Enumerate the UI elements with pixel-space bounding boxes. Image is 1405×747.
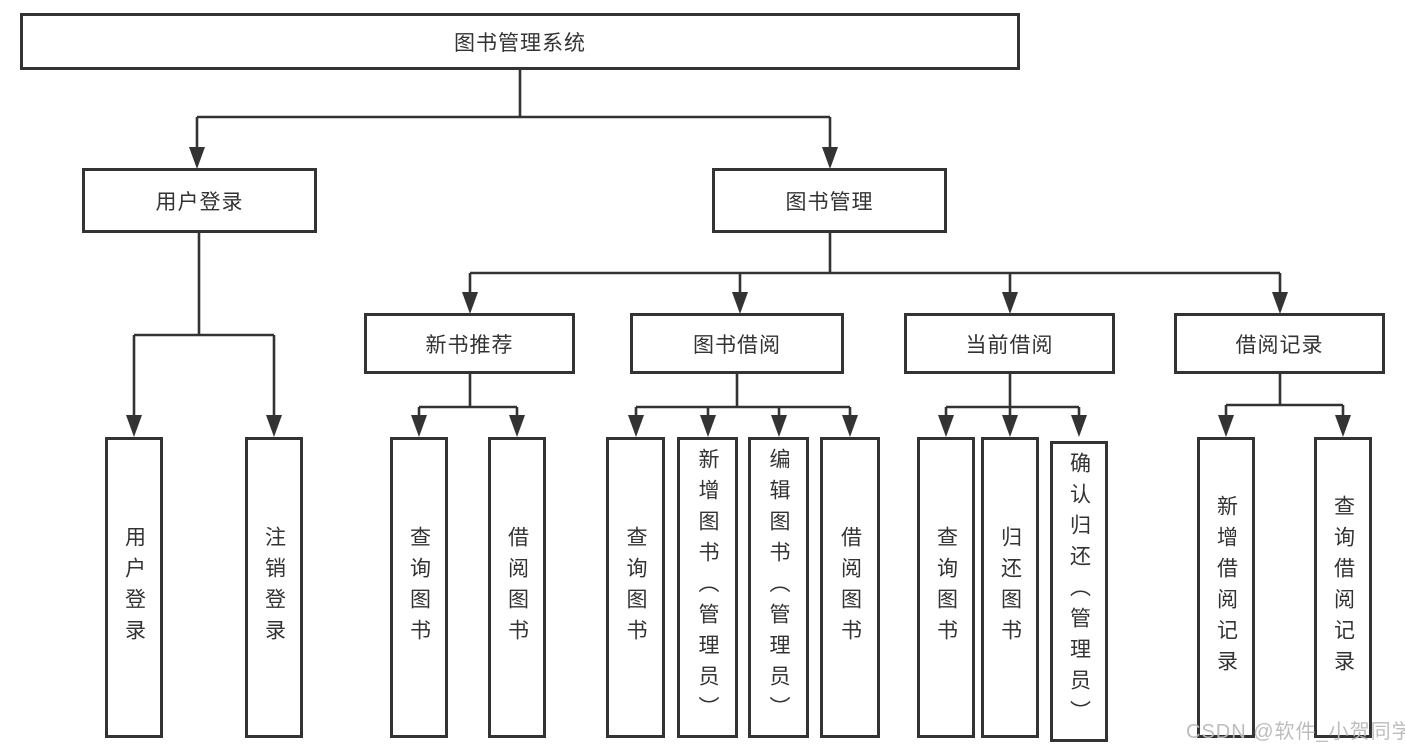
leaf-add-books-admin: 新增图书（管理员） [677,437,738,738]
node-library-management-system: 图书管理系统 [20,13,1020,70]
node-label: 借阅记录 [1235,333,1324,357]
leaf-label: 编辑图书（管理员） [767,448,790,727]
leaf-confirm-return-admin: 确认归还（管理员） [1050,441,1108,742]
leaf-label: 新增借阅记录 [1214,494,1238,681]
leaf-label: 查询图书 [624,525,647,650]
leaf-query-books: 查询图书 [606,437,665,738]
leaf-label: 查询借阅记录 [1331,494,1355,681]
node-label: 图书管理系统 [454,31,586,55]
leaf-edit-books-admin: 编辑图书（管理员） [748,437,809,738]
leaf-query-books: 查询图书 [390,437,448,738]
leaf-label: 新增图书（管理员） [696,448,719,727]
node-label: 用户登录 [155,190,244,214]
leaf-borrow-books: 借阅图书 [820,437,880,738]
node-label: 当前借阅 [965,333,1054,357]
node-user-login: 用户登录 [82,168,317,233]
leaf-label: 查询图书 [407,525,431,650]
leaf-query-borrow-record: 查询借阅记录 [1314,437,1372,738]
node-label: 图书借阅 [693,333,781,357]
leaf-label: 注销登录 [262,525,286,650]
leaf-query-books: 查询图书 [917,437,975,738]
node-book-borrowing: 图书借阅 [630,313,844,374]
node-borrowing-records: 借阅记录 [1174,313,1385,374]
leaf-return-books: 归还图书 [981,437,1039,738]
leaf-user-login: 用户登录 [105,437,163,738]
leaf-logout: 注销登录 [245,437,303,738]
leaf-label: 归还图书 [998,525,1022,650]
node-label: 新书推荐 [425,333,514,357]
csdn-watermark: CSDN @软件_小贺同学 [1186,721,1405,743]
leaf-label: 查询图书 [934,525,958,650]
node-current-borrowing: 当前借阅 [904,313,1115,374]
leaf-label: 借阅图书 [838,525,862,650]
leaf-borrow-books: 借阅图书 [488,437,546,738]
leaf-label: 用户登录 [122,525,146,650]
leaf-label: 借阅图书 [505,525,529,650]
node-book-management: 图书管理 [712,168,947,233]
leaf-add-borrow-record: 新增借阅记录 [1197,437,1255,738]
node-label: 图书管理 [785,190,874,214]
leaf-label: 确认归还（管理员） [1067,452,1091,731]
node-new-book-recommend: 新书推荐 [364,313,575,374]
